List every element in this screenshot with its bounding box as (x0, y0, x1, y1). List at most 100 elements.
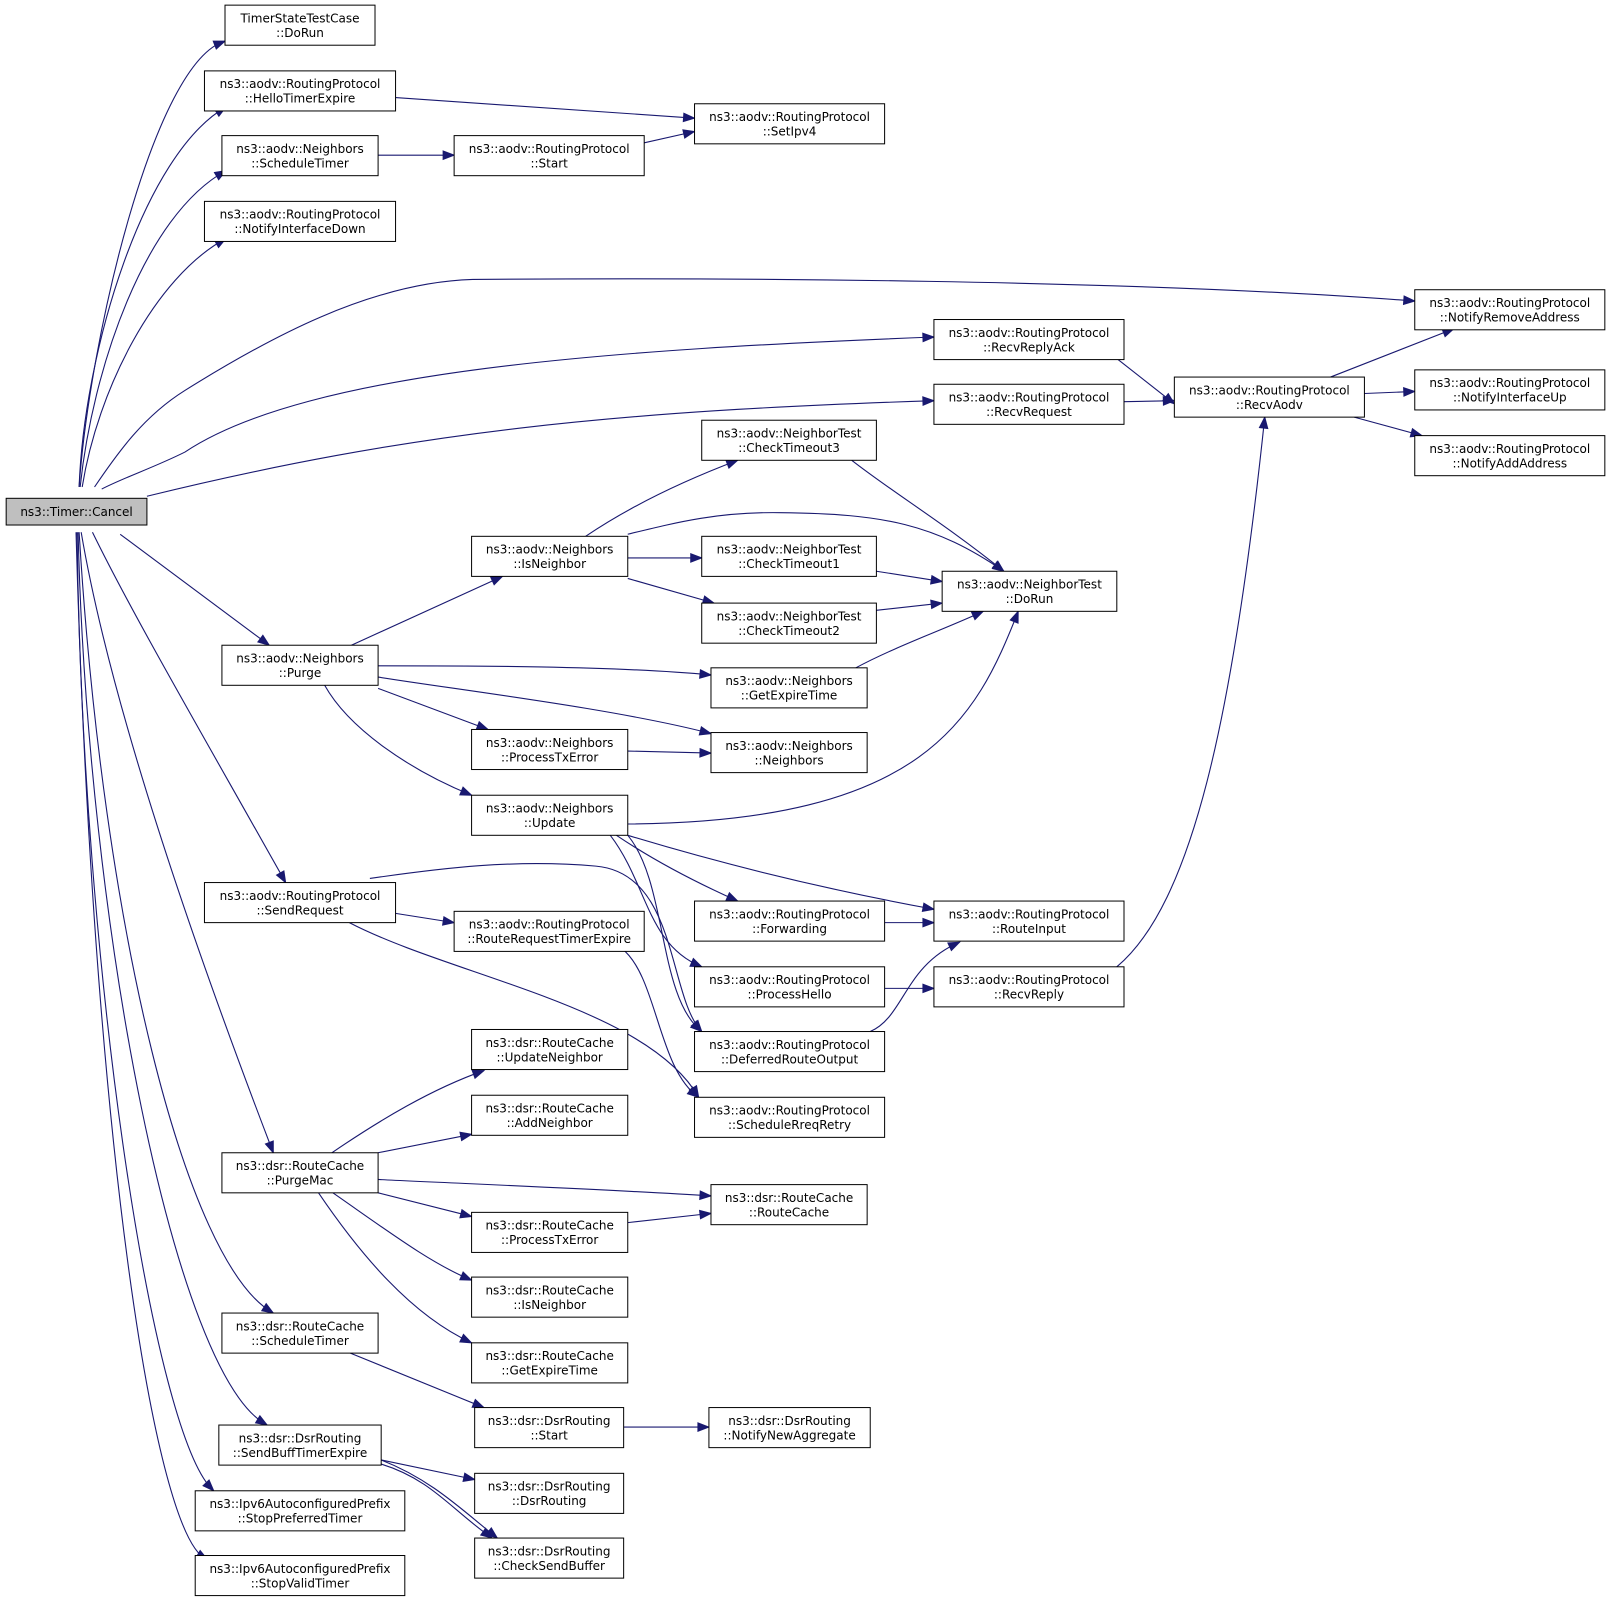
node-label-line: ns3::aodv::NeighborTest (717, 427, 862, 441)
node-rp-sendreq[interactable]: ns3::aodv::RoutingProtocol::SendRequest (203, 882, 397, 924)
node-box (710, 1184, 868, 1226)
arrowhead (922, 396, 936, 406)
node-nt-ct1[interactable]: ns3::aodv::NeighborTest::CheckTimeout1 (701, 535, 877, 577)
node-rp-phello[interactable]: ns3::aodv::RoutingProtocol::ProcessHello (694, 966, 886, 1008)
node-nt-ct2[interactable]: ns3::aodv::NeighborTest::CheckTimeout2 (701, 602, 877, 644)
node-cancel[interactable]: ns3::Timer::Cancel (5, 497, 148, 526)
node-rp-ifdown[interactable]: ns3::aodv::RoutingProtocol::NotifyInterf… (203, 200, 397, 242)
node-label-line: ns3::aodv::Neighbors (725, 674, 852, 688)
node-rp-ifup[interactable]: ns3::aodv::RoutingProtocol::NotifyInterf… (1414, 369, 1606, 411)
node-box (471, 794, 629, 836)
call-edge-rp_addaddr (1354, 417, 1424, 438)
node-label-line: ::CheckTimeout1 (738, 557, 840, 571)
node-rc-sched[interactable]: ns3::dsr::RouteCache::ScheduleTimer (221, 1312, 379, 1354)
node-rp-recvaodv[interactable]: ns3::aodv::RoutingProtocol::RecvAodv (1173, 376, 1365, 418)
node-label-line: ::StopValidTimer (251, 1576, 350, 1590)
node-rp-recvreq[interactable]: ns3::aodv::RoutingProtocol::RecvRequest (933, 383, 1125, 425)
node-dr-ctor[interactable]: ns3::dsr::DsrRouting::DsrRouting (474, 1472, 625, 1514)
node-label-line: ns3::Timer::Cancel (20, 505, 132, 519)
node-box (453, 135, 645, 177)
node-rp-hello[interactable]: ns3::aodv::RoutingProtocol::HelloTimerEx… (203, 70, 397, 112)
node-rp-defer[interactable]: ns3::aodv::RoutingProtocol::DeferredRout… (694, 1031, 886, 1073)
node-rp-addaddr[interactable]: ns3::aodv::RoutingProtocol::NotifyAddAdd… (1414, 435, 1606, 477)
node-rp-rrte[interactable]: ns3::aodv::RoutingProtocol::RouteRequest… (453, 910, 645, 952)
node-rp-recvreply[interactable]: ns3::aodv::RoutingProtocol::RecvReply (933, 966, 1125, 1008)
node-label-line: ::DoRun (1006, 592, 1054, 606)
node-box (194, 1555, 406, 1597)
node-nb-ctor[interactable]: ns3::aodv::Neighbors::Neighbors (710, 732, 868, 774)
node-label-line: ::HelloTimerExpire (245, 92, 356, 106)
node-label-line: ::ScheduleTimer (251, 156, 349, 170)
node-rc-updnb[interactable]: ns3::dsr::RouteCache::UpdateNeighbor (471, 1028, 629, 1071)
arrowhead (991, 560, 1005, 573)
node-ipv6-stopvalid[interactable]: ns3::Ipv6AutoconfiguredPrefix::StopValid… (194, 1555, 406, 1597)
node-box (694, 966, 886, 1008)
node-label-line: ns3::aodv::RoutingProtocol (1189, 383, 1350, 397)
call-edge-nb_update (325, 685, 473, 796)
arrowhead (264, 1140, 274, 1155)
node-rc-getexp[interactable]: ns3::dsr::RouteCache::GetExpireTime (471, 1342, 629, 1384)
call-edge-rp_setipv4 (644, 129, 696, 143)
arrowhead (212, 40, 227, 50)
node-label-line: ns3::aodv::RoutingProtocol (949, 907, 1110, 921)
arrowhead (970, 610, 985, 621)
node-nb-isnb[interactable]: ns3::aodv::Neighbors::IsNeighbor (471, 535, 629, 577)
node-nb-sched[interactable]: ns3::aodv::Neighbors::ScheduleTimer (221, 135, 379, 177)
node-ipv6-stoppref[interactable]: ns3::Ipv6AutoconfiguredPrefix::StopPrefe… (194, 1490, 406, 1532)
arrowhead (1009, 610, 1019, 624)
node-box (474, 1472, 625, 1514)
call-edge-rp_rtin (628, 835, 936, 913)
node-nt-dorun[interactable]: ns3::aodv::NeighborTest::DoRun (941, 570, 1118, 612)
call-edge-rp_replyack (102, 332, 936, 489)
call-edge-rp_recvreply (885, 983, 936, 994)
arrowhead (686, 1086, 700, 1099)
node-rp-replyack[interactable]: ns3::aodv::RoutingProtocol::RecvReplyAck (933, 319, 1125, 361)
node-box (701, 602, 877, 644)
node-dr-csb[interactable]: ns3::dsr::DsrRouting::CheckSendBuffer (474, 1537, 625, 1579)
call-edge-nt_dorun (628, 610, 1019, 824)
node-nb-update[interactable]: ns3::aodv::Neighbors::Update (471, 794, 629, 836)
node-label-line: ns3::Ipv6AutoconfiguredPrefix (209, 1562, 390, 1576)
node-nb-purge[interactable]: ns3::aodv::Neighbors::Purge (221, 644, 379, 686)
node-label-line: ::IsNeighbor (513, 1298, 586, 1312)
node-box (471, 1211, 629, 1253)
node-label-line: ::ScheduleRreqRetry (728, 1118, 851, 1132)
node-box (694, 1031, 886, 1073)
node-rc-ctor[interactable]: ns3::dsr::RouteCache::RouteCache (710, 1184, 868, 1226)
node-label-line: ::Purge (279, 666, 321, 680)
node-box (933, 900, 1125, 942)
node-tstc-dorun[interactable]: TimerStateTestCase::DoRun (224, 4, 376, 46)
node-rp-fwd[interactable]: ns3::aodv::RoutingProtocol::Forwarding (694, 900, 886, 942)
node-label-line: ns3::aodv::RoutingProtocol (1429, 442, 1590, 456)
node-label-line: ns3::dsr::DsrRouting (728, 1414, 851, 1428)
node-rp-rmaddr[interactable]: ns3::aodv::RoutingProtocol::NotifyRemove… (1414, 289, 1606, 331)
node-nb-ptxe[interactable]: ns3::aodv::Neighbors::ProcessTxError (471, 728, 629, 771)
node-rc-purgemac[interactable]: ns3::dsr::RouteCache::PurgeMac (221, 1152, 379, 1194)
call-edge-rc_purgemac (81, 532, 274, 1155)
node-label-line: ns3::aodv::RoutingProtocol (709, 973, 870, 987)
node-nb-getexp[interactable]: ns3::aodv::Neighbors::GetExpireTime (710, 667, 868, 709)
node-dr-sbte[interactable]: ns3::dsr::DsrRouting::SendBuffTimerExpir… (218, 1424, 382, 1466)
node-nt-ct3[interactable]: ns3::aodv::NeighborTest::CheckTimeout3 (701, 419, 877, 461)
arrowhead (442, 150, 456, 161)
arrowhead (699, 1209, 713, 1220)
node-box (694, 900, 886, 942)
arrowhead (471, 1398, 486, 1409)
node-rp-start[interactable]: ns3::aodv::RoutingProtocol::Start (453, 135, 645, 177)
arrowhead (459, 1333, 473, 1344)
node-label-line: ns3::aodv::RoutingProtocol (709, 1104, 870, 1118)
node-box (471, 1342, 629, 1384)
node-label-line: ::UpdateNeighbor (496, 1050, 602, 1064)
node-label-line: ns3::aodv::RoutingProtocol (1429, 376, 1590, 390)
node-dr-newagg[interactable]: ns3::dsr::DsrRouting::NotifyNewAggregate (708, 1407, 871, 1449)
node-rc-ptxe[interactable]: ns3::dsr::RouteCache::ProcessTxError (471, 1211, 629, 1253)
node-dr-start[interactable]: ns3::dsr::DsrRouting::Start (474, 1407, 625, 1449)
call-edge-nb_ctor (628, 747, 713, 758)
node-rc-isnb[interactable]: ns3::dsr::RouteCache::IsNeighbor (471, 1276, 629, 1318)
node-rp-sched[interactable]: ns3::aodv::RoutingProtocol::ScheduleRreq… (694, 1096, 886, 1138)
node-rp-rtin[interactable]: ns3::aodv::RoutingProtocol::RouteInput (933, 900, 1125, 942)
node-rc-addnb[interactable]: ns3::dsr::RouteCache::AddNeighbor (471, 1094, 629, 1136)
node-rp-setipv4[interactable]: ns3::aodv::RoutingProtocol::SetIpv4 (694, 103, 886, 145)
node-label-line: ::GetExpireTime (501, 1364, 598, 1378)
